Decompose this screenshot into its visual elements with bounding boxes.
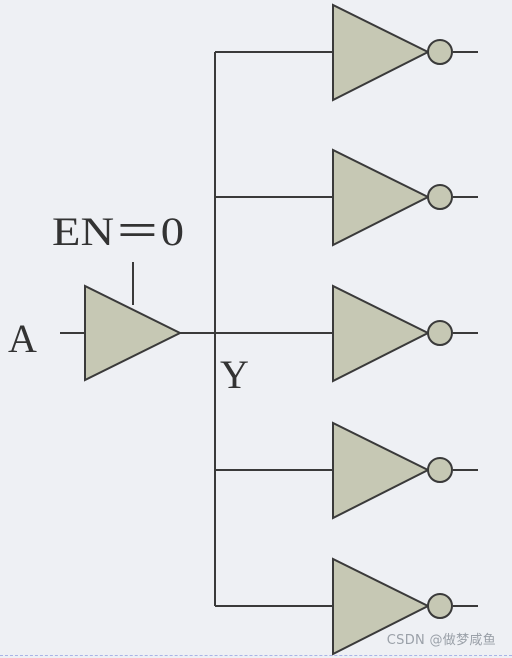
watermark: CSDN @做梦咸鱼 xyxy=(386,633,496,648)
enable-label: EN＝0 xyxy=(52,209,184,254)
inverter-bubble-4 xyxy=(427,457,453,483)
input-label: A xyxy=(8,316,37,361)
inverter-gate-2 xyxy=(332,148,431,247)
inverter-gate-3 xyxy=(332,284,431,383)
inverter-bubble-2 xyxy=(427,184,453,210)
tristate-buffer-gate xyxy=(84,284,183,382)
inverter-gate-5 xyxy=(332,557,431,656)
output-label: Y xyxy=(220,352,249,397)
inverter-gate-4 xyxy=(332,421,431,520)
inverter-bubble-5 xyxy=(427,593,453,619)
inverter-gate-1 xyxy=(332,3,431,102)
inverter-bubble-3 xyxy=(427,320,453,346)
bottom-divider xyxy=(0,655,512,656)
inverter-bubble-1 xyxy=(427,39,453,65)
